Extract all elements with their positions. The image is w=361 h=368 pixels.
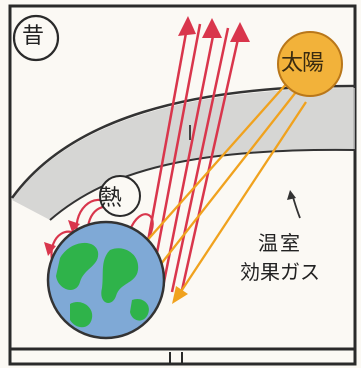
era-badge — [12, 14, 60, 62]
heat-label: 熱 — [100, 186, 123, 211]
continent — [70, 301, 93, 328]
reflected-ray — [170, 27, 230, 293]
reflected-arrowheads — [178, 16, 250, 42]
sun — [277, 31, 343, 97]
reflected-ray — [148, 23, 202, 291]
heat-curl — [128, 213, 154, 236]
earth-land — [56, 242, 149, 328]
greenhouse-gas-label-line2: 効果ガス — [240, 260, 320, 284]
era-label: 昔 — [22, 24, 45, 49]
arrowhead — [178, 16, 196, 36]
heat-badge — [99, 175, 141, 217]
continent — [56, 242, 99, 290]
continent — [130, 298, 149, 321]
sun-label: 太陽 — [281, 51, 324, 76]
arrowhead — [68, 220, 80, 232]
arrowhead — [202, 18, 222, 38]
greenhouse-gas-layer — [12, 88, 355, 220]
greenhouse-gas-label-line1: 温室 — [258, 231, 302, 255]
heat-arrowheads — [44, 220, 80, 256]
pointer-arrowhead — [287, 190, 296, 200]
arrowhead — [172, 286, 188, 304]
sunlight-ray — [177, 101, 307, 297]
arrowhead — [44, 242, 56, 256]
sunlight-rays — [127, 81, 307, 297]
reflected-ray — [160, 25, 217, 293]
atmosphere-inner-edge — [49, 148, 356, 221]
reflected-ray — [180, 29, 242, 291]
continent — [101, 248, 139, 303]
sunlight-ray — [149, 91, 297, 279]
sunlight-ray — [127, 81, 289, 263]
arrowhead — [230, 22, 250, 42]
